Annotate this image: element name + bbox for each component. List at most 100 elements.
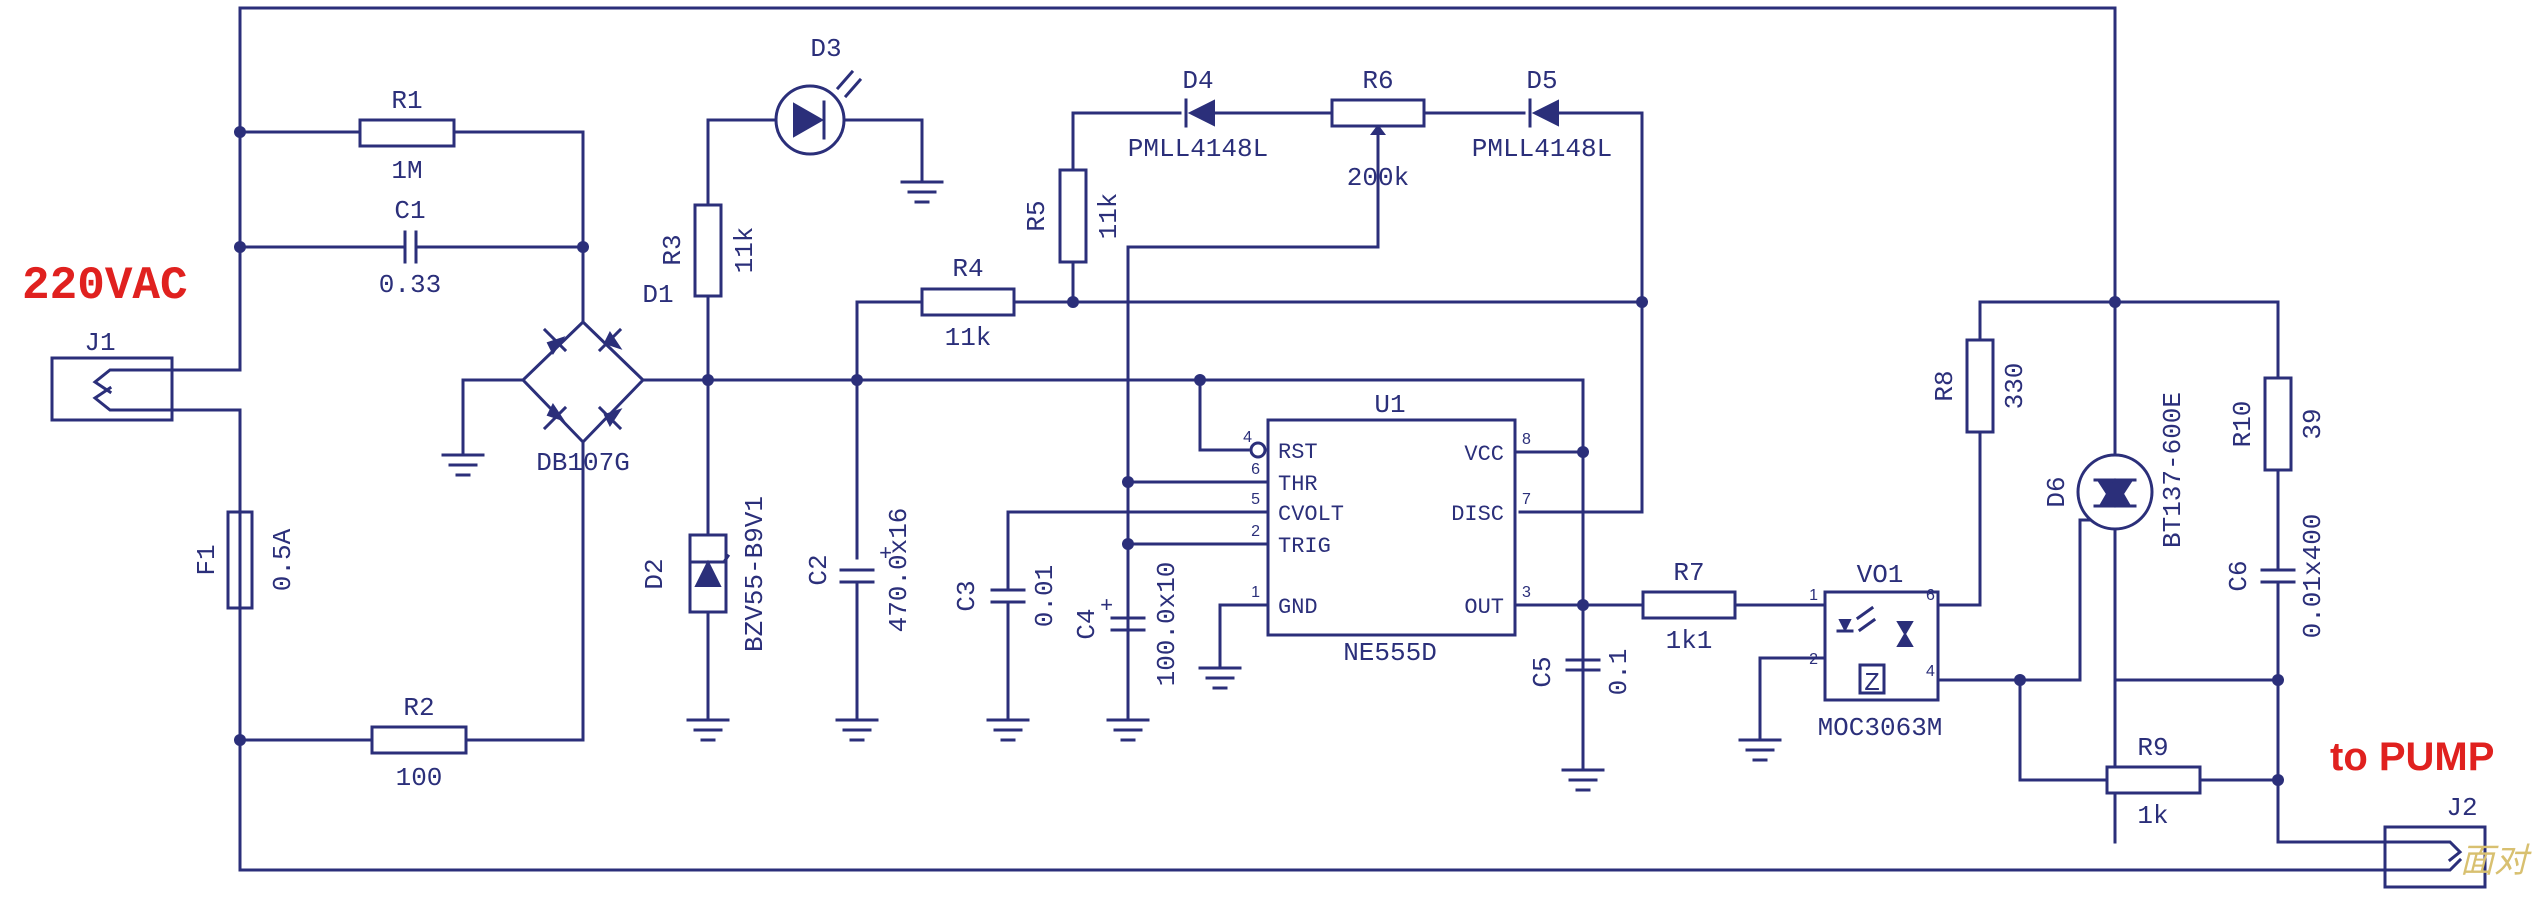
output-label: to PUMP [2330,735,2494,779]
r6-ref: R6 [1362,66,1393,96]
resistor-r2: R2 100 [370,693,468,793]
r2-value: 100 [396,763,443,793]
j2-ref: J2 [2446,793,2477,823]
c2-value: 470.0x16 [884,508,914,633]
c6-value: 0.01x400 [2298,514,2328,639]
ground-icon [835,718,879,742]
r6-value: 200k [1347,163,1409,193]
c6-ref: C6 [2224,560,2254,591]
f1-value: 0.5A [268,528,298,591]
ground-icon [1198,666,1242,690]
vo1-pin1: 1 [1809,587,1818,604]
c3-value: 0.01 [1030,565,1060,627]
d2-ref: D2 [640,558,670,589]
resistor-r4: R4 11k [920,254,1016,353]
r3-value: 11k [730,227,760,274]
r7-value: 1k1 [1666,626,1713,656]
r5-ref: R5 [1022,200,1052,231]
resistor-r10: R10 39 [2228,376,2328,472]
u1-pin-cvolt: CVOLT [1278,502,1344,527]
capacitor-c5: C5 0.1 [1528,603,1634,695]
capacitor-c1: C1 0.33 [379,196,441,300]
d5-value: PMLL4148L [1472,134,1612,164]
c5-ref: C5 [1528,656,1558,687]
r1-value: 1M [391,156,422,186]
ic-u1: U1 NE555D RST 4 THR 6 CVOLT 5 TRIG 2 GND… [1243,390,1531,668]
resistor-r1: R1 1M [358,86,456,186]
u1-pin-vcc: VCC [1464,442,1504,467]
capacitor-c6: C6 0.01x400 [2224,514,2328,639]
j1-ref: J1 [84,328,115,358]
r4-value: 11k [945,323,992,353]
u1-pin2-num: 2 [1251,523,1260,540]
r9-value: 1k [2137,801,2168,831]
r1-ref: R1 [391,86,422,116]
u1-pin-disc: DISC [1451,502,1504,527]
r10-value: 39 [2298,408,2328,439]
r2-ref: R2 [403,693,434,723]
capacitor-c3: C3 0.01 [952,565,1060,627]
d5-ref: D5 [1526,66,1557,96]
vo1-value: MOC3063M [1818,713,1943,743]
d3-ref: D3 [810,34,841,64]
u1-value: NE555D [1343,638,1437,668]
resistor-r9: R9 1k [2105,733,2202,831]
u1-pin8-num: 8 [1522,431,1531,448]
watermark: 面对 [2460,842,2532,880]
u1-pin3-num: 3 [1522,584,1531,601]
u1-pin-trig: TRIG [1278,534,1331,559]
u1-pin-out: OUT [1464,595,1504,620]
u1-pin-thr: THR [1278,472,1318,497]
capacitor-c2: + C2 470.0x16 [804,508,914,633]
u1-pin6-num: 6 [1251,461,1260,478]
d6-value: BT137-600E [2158,392,2188,548]
optocoupler-vo1: Z VO1 MOC3063M 1 2 6 4 [1809,560,1942,743]
capacitor-c4: + C4 100.0x10 [1072,562,1182,687]
vo1-pin6: 6 [1926,587,1935,604]
led-d3: D3 [774,34,863,156]
ground-symbols [441,180,1782,792]
c1-ref: C1 [394,196,425,226]
diode-d4: D4 PMLL4148L [1128,66,1268,164]
vo1-ref: VO1 [1857,560,1904,590]
ground-icon [900,180,944,204]
vo1-pin2: 2 [1809,651,1818,668]
c1-value: 0.33 [379,270,441,300]
u1-pin4-num: 4 [1243,429,1252,446]
r8-ref: R8 [1930,370,1960,401]
r5-value: 11k [1094,193,1124,240]
triac-d6: D6 BT137-600E [2042,392,2188,548]
junctions [234,126,2284,786]
connector-j1: J1 [50,328,242,422]
ground-icon [1106,718,1150,742]
zener-d2: D2 BZV55-B9V1 [640,496,770,652]
ground-icon [1738,738,1782,762]
u1-pin7-num: 7 [1522,491,1531,508]
ground-icon [986,718,1030,742]
u1-ref: U1 [1374,390,1405,420]
bridge-rectifier: DB107G D1 [520,280,674,478]
u1-pin-rst: RST [1278,440,1318,465]
r3-ref: R3 [658,234,688,265]
r8-value: 330 [2000,363,2030,410]
resistor-r5: R5 11k [1022,168,1124,264]
connector-j2: J2 面对 [2383,793,2532,889]
input-voltage-label: 220VAC [22,260,188,312]
u1-pin5-num: 5 [1251,491,1260,508]
resistor-r3: R3 11k [658,203,760,298]
fuse-f1: F1 0.5A [192,510,298,610]
c4-polarity-plus: + [1100,594,1113,619]
bridge-value: DB107G [536,448,630,478]
d4-ref: D4 [1182,66,1213,96]
c3-ref: C3 [952,580,982,611]
u1-pin1-num: 1 [1251,584,1260,601]
ground-icon [686,718,730,742]
d6-ref: D6 [2042,476,2072,507]
d4-value: PMLL4148L [1128,134,1268,164]
d2-value: BZV55-B9V1 [740,496,770,652]
diode-d5: D5 PMLL4148L [1472,66,1612,164]
r9-ref: R9 [2137,733,2168,763]
ground-icon [1561,768,1605,792]
resistor-r7: R7 1k1 [1641,558,1737,656]
